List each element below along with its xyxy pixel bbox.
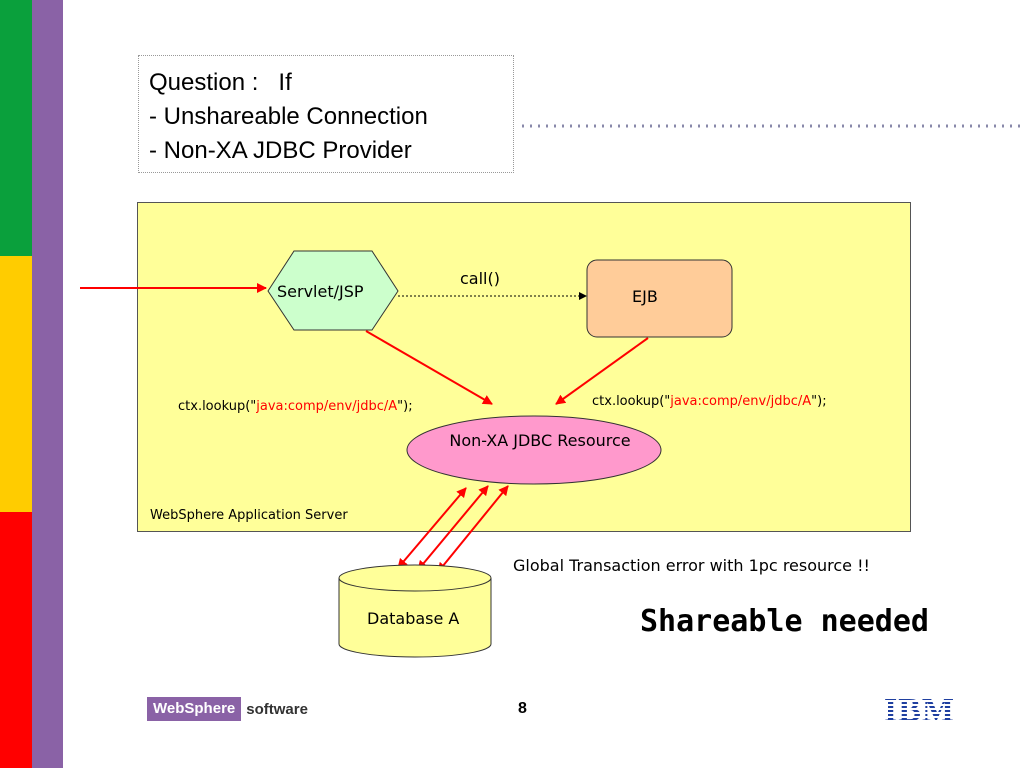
page-number: 8 (518, 700, 527, 717)
decor-bar-yellow (0, 256, 32, 512)
question-line-3: - Non-XA JDBC Provider (149, 137, 412, 164)
servlet-to-resource-arrow (365, 330, 493, 405)
shareable-needed-note: Shareable needed (640, 604, 929, 639)
question-line-1: Question : If (149, 69, 292, 96)
lookup-right-path: java:comp/env/jdbc/A (670, 394, 812, 409)
db-link-arrow-1 (397, 487, 467, 569)
servlet-jsp-label: Servlet/JSP (277, 282, 364, 301)
ejb-box (586, 259, 733, 338)
question-box: Question : If - Unshareable Connection -… (138, 55, 514, 173)
lookup-right-prefix: ctx.lookup(" (592, 394, 671, 409)
server-label: WebSphere Application Server (150, 508, 348, 523)
database-label: Database A (367, 609, 460, 628)
lookup-left-path: java:comp/env/jdbc/A (256, 399, 398, 414)
non-xa-resource-ellipse (406, 415, 662, 485)
lookup-left-suffix: "); (397, 399, 413, 414)
question-line-2: - Unshareable Connection (149, 103, 428, 130)
websphere-logo: WebSphere software (147, 697, 308, 721)
lookup-left-prefix: ctx.lookup(" (178, 399, 257, 414)
websphere-logo-text: WebSphere (147, 697, 242, 721)
software-label: software (246, 700, 308, 718)
call-label: call() (460, 269, 500, 288)
decor-bar-green (0, 0, 32, 256)
lookup-code-right: ctx.lookup("java:comp/env/jdbc/A"); (592, 394, 827, 409)
decor-bar-purple (32, 0, 63, 768)
db-link-arrow-3 (437, 485, 509, 573)
database-cylinder (338, 564, 492, 658)
ejb-label: EJB (632, 287, 658, 306)
lookup-code-left: ctx.lookup("java:comp/env/jdbc/A"); (178, 399, 413, 414)
lookup-right-suffix: "); (811, 394, 827, 409)
ejb-to-resource-arrow (555, 337, 649, 405)
servlet-jsp-hexagon (267, 250, 399, 331)
ibm-logo: IBM (884, 692, 955, 729)
resource-label: Non-XA JDBC Resource (449, 431, 631, 450)
db-link-arrow-2 (417, 485, 489, 571)
global-error-note: Global Transaction error with 1pc resour… (513, 556, 870, 575)
decor-bar-red (0, 512, 32, 768)
